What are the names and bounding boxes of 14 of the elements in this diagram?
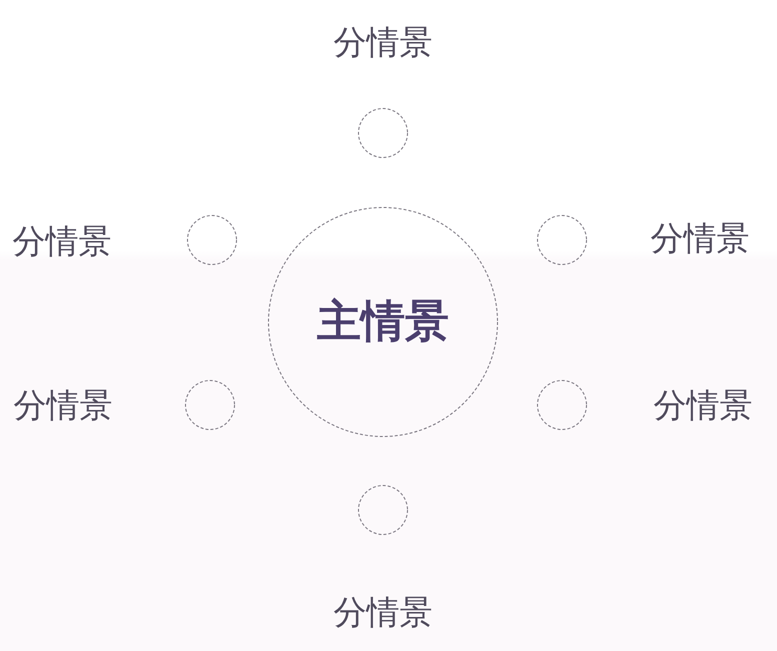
sub-scenario-label: 分情景 (334, 596, 432, 628)
sub-scenario-label: 分情景 (12, 224, 112, 258)
main-scenario-label: 主情景 (317, 300, 449, 344)
sub-scenario-circle (537, 380, 587, 430)
sub-scenario-circle (537, 215, 587, 265)
sub-scenario-circle (187, 215, 237, 265)
sub-scenario-circle (358, 108, 408, 158)
sub-scenario-circle (358, 485, 408, 535)
sub-scenario-circle (185, 380, 235, 430)
sub-scenario-label: 分情景 (654, 388, 752, 422)
sub-scenario-label: 分情景 (14, 388, 112, 422)
sub-scenario-label: 分情景 (334, 26, 432, 58)
sub-scenario-label: 分情景 (650, 222, 750, 254)
main-scenario-circle (268, 207, 498, 437)
